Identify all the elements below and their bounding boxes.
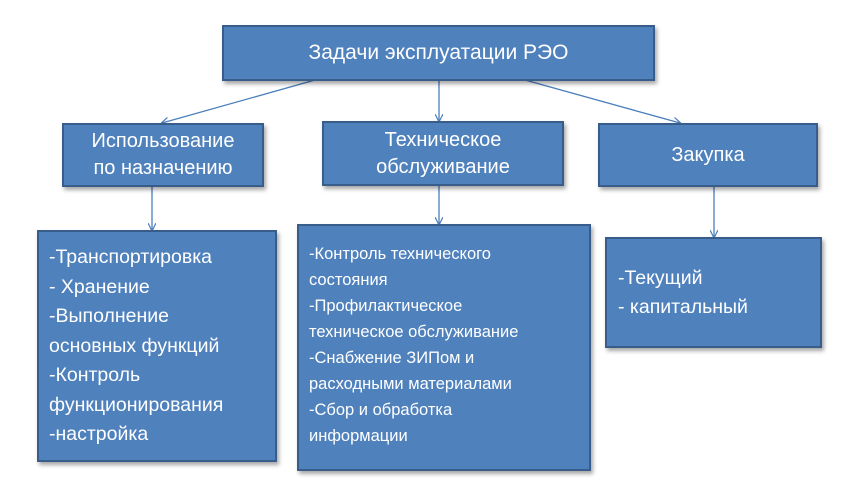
category-usage-label-line1: Использование [91, 130, 235, 152]
list-item: -Сбор и обработка информации [309, 401, 453, 445]
maintenance-details-box: -Контроль технического состояния -Профил… [297, 224, 591, 471]
root-task-box: Задачи эксплуатации РЭО [222, 25, 655, 81]
list-item: - капитальный [618, 296, 748, 318]
category-purchase-box: Закупка [598, 123, 818, 187]
list-item: -Контроль технического состояния [309, 245, 491, 289]
list-item: - Хранение [49, 275, 150, 298]
arrow-root-to-purchase [524, 79, 680, 123]
list-item: -Контроль [49, 364, 141, 386]
list-item: -настройка [49, 423, 149, 445]
arrow-root-to-usage [162, 79, 316, 123]
category-usage-box: Использование по назначению [62, 123, 264, 187]
list-item: -Снабжение ЗИПом и расходными материалам… [309, 349, 512, 393]
list-item: основных функций [49, 334, 220, 357]
list-item: -Текущий [618, 267, 703, 289]
usage-details-box: -Транспортировка - Хранение -Выполнение … [37, 230, 277, 462]
category-purchase-label: Закупка [671, 143, 745, 166]
category-maintenance-label-line1: Техническое [384, 128, 502, 151]
category-maintenance-box: Техническое обслуживание [322, 121, 564, 186]
category-usage-label-line2: по назначению [93, 157, 233, 179]
list-item: -Транспортировка [49, 246, 213, 268]
category-maintenance-label-line2: обслуживание [376, 155, 510, 178]
list-item: -Выполнение [49, 305, 169, 327]
list-item: функционирования [49, 393, 224, 416]
list-item: -Профилактическое техническое обслуживан… [309, 297, 519, 341]
root-task-title: Задачи эксплуатации РЭО [308, 41, 569, 64]
purchase-details-box: -Текущий - капитальный [605, 237, 822, 348]
